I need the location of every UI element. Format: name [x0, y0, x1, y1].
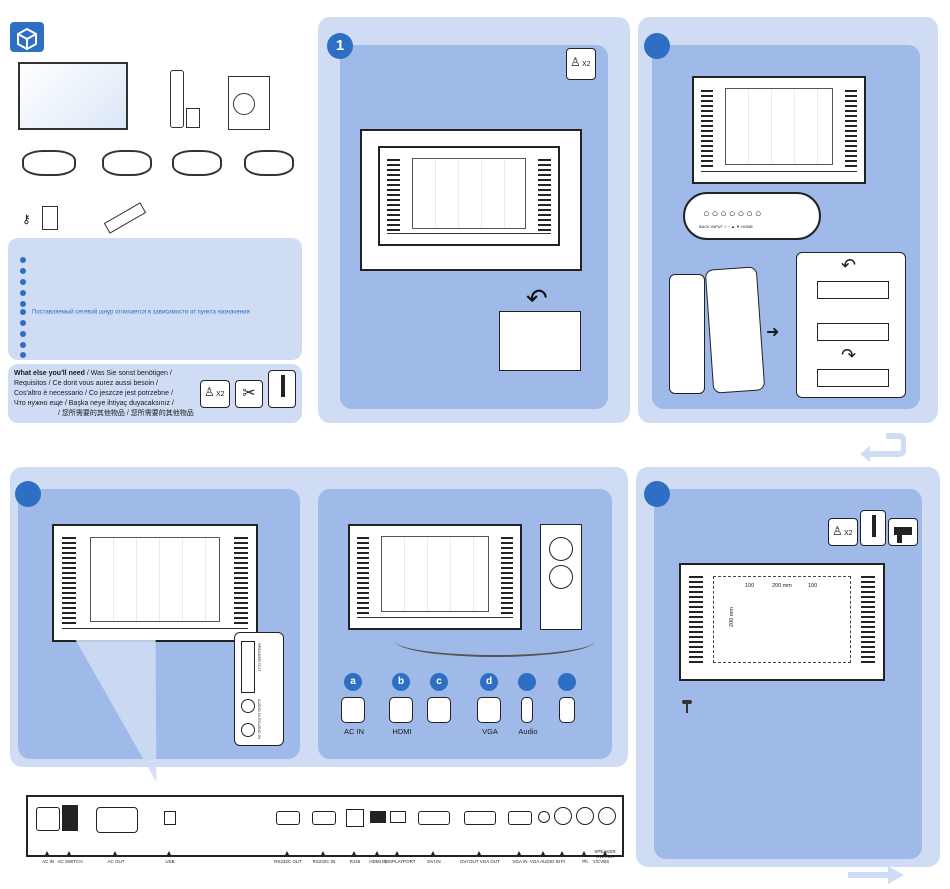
arrow-right-icon: ➜ — [766, 324, 780, 341]
clip-item — [42, 206, 58, 230]
port-displayport: DISPLAYPORT — [384, 859, 416, 864]
step-badge-1: 1 — [327, 33, 353, 59]
drill-icon — [888, 518, 918, 546]
manual-cd-item — [228, 76, 270, 130]
language-notes-panel — [8, 238, 302, 360]
port-pr: Pr — [560, 859, 566, 864]
dim-left: 100 — [745, 583, 755, 589]
port-ac-out: AC OUT — [107, 859, 125, 864]
dvi-cable — [244, 150, 294, 176]
monitor-back-connect — [348, 524, 522, 630]
box-icon — [10, 22, 44, 52]
battery-steps-box: ↶ ↷ — [796, 252, 906, 398]
dim-mid: 200 mm — [772, 583, 792, 589]
control-buttons-zoom: ○○○○○○○ BACK INPUT + − ▲ ▼ HOME — [683, 192, 821, 240]
monitor-back-side — [52, 524, 258, 642]
audio-out-label: AUDIO OUT — [257, 699, 262, 722]
scissors-icon: ✂ — [235, 380, 263, 408]
screwdriver-icon — [268, 370, 296, 408]
what-else-line2: Requisitos / Ce dont vous aurez aussi be… — [14, 380, 158, 387]
port-rs232c-out: RS232C OUT — [274, 859, 302, 864]
remote-control-item — [170, 70, 184, 128]
vga-cable — [172, 150, 222, 176]
russian-cord-note: Поставляемый сетевой шнур отличается в з… — [32, 309, 250, 316]
x2-label-step1: X2 — [582, 61, 591, 68]
screwdriver-icon-mount — [860, 510, 886, 546]
cable-tie-item — [103, 202, 147, 234]
remote-back-battery — [704, 266, 766, 394]
lang-note-2 — [20, 268, 32, 275]
lang-note-ru: Поставляемый сетевой шнур отличается в з… — [20, 309, 250, 316]
monitor-back-mount — [679, 563, 885, 681]
lang-note-8 — [20, 331, 32, 338]
batteries-item — [186, 108, 200, 128]
display-panel-item — [18, 62, 128, 130]
port-pb: Pb — [582, 859, 588, 864]
what-else-line5: / 您所需要的其他物品 / 您所需要的其他物品 — [58, 410, 194, 417]
power-cord-2 — [102, 150, 152, 176]
step-badge-4 — [644, 481, 670, 507]
x2-label-mount: X2 — [844, 530, 853, 537]
power-cord-1 — [22, 150, 76, 176]
dim-right: 100 — [808, 583, 818, 589]
lang-note-1 — [20, 257, 32, 264]
step-badge-2 — [644, 33, 670, 59]
port-speaker-switch: SPEAKER SWITCH — [594, 849, 616, 859]
two-people-icon-step1: ♙ X2 — [566, 48, 596, 80]
monitor-back-in-package — [378, 146, 560, 246]
what-else-heading: What else you'll need — [14, 370, 85, 377]
cable-bundle — [395, 625, 595, 657]
screw-icon — [682, 700, 692, 714]
lang-note-9 — [20, 342, 32, 349]
port-y-cvbs: Y/CVBS — [592, 859, 610, 864]
port-usb: USB — [165, 859, 175, 864]
lang-note-10 — [20, 352, 32, 359]
next-page-arrow-icon — [848, 866, 906, 884]
lift-arrow-icon: ↶ — [526, 283, 548, 313]
port-dvi-out-vga-out: DVI OUT VGA OUT — [460, 859, 500, 864]
port-hdmi-in: HDMI IN — [369, 859, 387, 864]
control-buttons-labels: BACK INPUT + − ▲ ▼ HOME — [699, 224, 754, 229]
what-else-text: What else you'll need / Was Sie sonst be… — [14, 369, 204, 419]
lang-note-7 — [20, 320, 32, 327]
port-vga-audio-in: VGA AUDIO IN — [529, 859, 561, 864]
io-panel: AC IN AC SWITCH AC OUT USB RS232C OUT RS… — [26, 795, 624, 864]
remote-front — [669, 274, 705, 394]
what-else-line1: / Was Sie sonst benötigen / — [84, 370, 172, 377]
port-ac-switch: AC SWITCH — [57, 859, 83, 864]
step-badge-3 — [15, 481, 41, 507]
what-else-line4: Что нужно еще / Başka neye ihtiyaç duyac… — [14, 400, 174, 407]
port-rj45: RJ45 — [349, 859, 361, 864]
port-rs232c-in: RS232C IN — [312, 859, 336, 864]
speaker-out-label: SPEAKER OUT — [257, 643, 262, 672]
dim-vert: 200 mm — [728, 607, 735, 627]
two-people-icon: ♙ X2 — [200, 380, 230, 408]
two-people-icon-mount: ♙ X2 — [828, 518, 858, 546]
port-vga-in: VGA IN — [512, 859, 528, 864]
port-dvi-in: DVI IN — [427, 859, 441, 864]
port-ac-in: AC IN — [41, 859, 54, 864]
what-else-line3: Cos'altro è necessario / Co jeszcze jest… — [14, 390, 173, 397]
monitor-back-controls — [692, 76, 866, 184]
key-icon: ⚷ — [22, 212, 31, 226]
lift-from-box-illustration — [499, 311, 581, 371]
lang-note-4 — [20, 290, 32, 297]
pc-tower — [540, 524, 582, 630]
lang-note-5 — [20, 301, 32, 308]
next-row-arrow-icon — [846, 432, 907, 462]
side-panel-zoom: SPEAKER OUT AUDIO OUT AUDIO IN — [234, 632, 284, 746]
lang-note-3 — [20, 279, 32, 286]
audio-in-label: AUDIO IN — [257, 721, 262, 739]
x2-label: X2 — [216, 391, 225, 398]
